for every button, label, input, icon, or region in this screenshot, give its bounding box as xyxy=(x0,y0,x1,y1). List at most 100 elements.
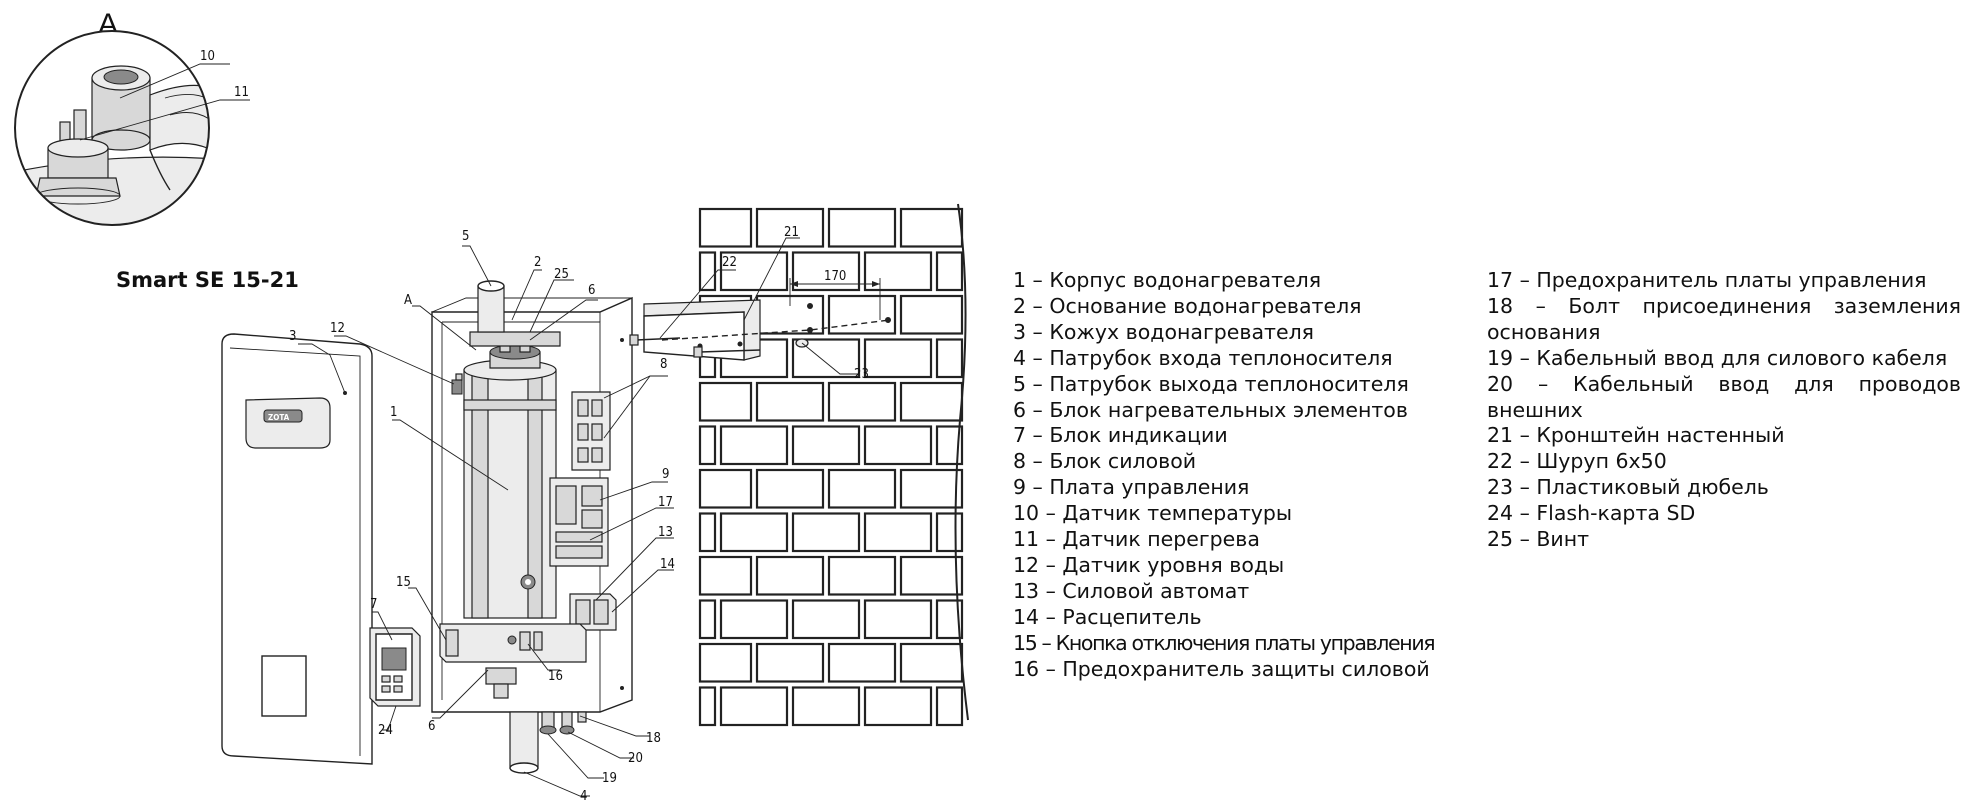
legend-item: 13 – Силовой автомат xyxy=(1013,578,1250,603)
legend-item: 17 – Предохранитель платы управления xyxy=(1487,268,1927,292)
brick xyxy=(827,381,897,422)
callout-11: 11 xyxy=(234,85,249,100)
callout-21: 21 xyxy=(784,225,799,240)
model-title: Smart SE 15-21 xyxy=(116,268,299,292)
callout-15: 15 xyxy=(396,575,411,590)
brick xyxy=(935,686,964,727)
brick xyxy=(791,512,861,553)
callout-5: 5 xyxy=(462,229,469,244)
legend-item: 4 – Патрубок входа теплоносителя xyxy=(1013,345,1393,370)
callout-1: 1 xyxy=(390,405,397,420)
dimension-label: 170 xyxy=(824,269,846,284)
legend-item: 18 – Болт присоединения заземления основ… xyxy=(1487,293,1961,344)
legend-item: 22 – Шуруп 6х50 xyxy=(1487,449,1667,474)
brick xyxy=(791,686,861,727)
front-cover-panel: ZOTA 3 xyxy=(221,329,373,765)
temperature-sensor-detail xyxy=(91,65,151,151)
brick xyxy=(899,642,964,683)
screw-23 xyxy=(693,346,761,358)
overheat-sensor-detail xyxy=(35,109,121,205)
legend-item: 10 – Датчик температуры xyxy=(1013,501,1293,526)
brick xyxy=(755,555,825,596)
callout-17: 17 xyxy=(658,495,673,510)
legend-item: 1 – Корпус водонагревателя xyxy=(1013,268,1322,292)
callout-12: 12 xyxy=(330,321,345,336)
legend-item: 16 – Предохранитель защиты силовой xyxy=(1013,656,1430,681)
callout-22: 22 xyxy=(722,255,737,270)
brick xyxy=(719,425,789,466)
callout-23: 23 xyxy=(854,367,869,382)
brick xyxy=(698,468,753,509)
legend-item: 3 – Кожух водонагревателя xyxy=(1013,319,1315,344)
brick xyxy=(863,425,933,466)
callout-3: 3 xyxy=(289,329,296,344)
brick xyxy=(755,468,825,509)
brick xyxy=(935,251,964,292)
callout-20: 20 xyxy=(628,751,643,766)
legend-item: 6 – Блок нагревательных элементов xyxy=(1013,397,1408,422)
callout-6-top: 6 xyxy=(588,283,595,298)
callout-14: 14 xyxy=(660,557,675,572)
detail-view-a: 10 11 xyxy=(14,30,250,226)
callout-detail-a: A xyxy=(404,293,412,308)
brick xyxy=(899,294,964,335)
legend-item: 20 – Кабельный ввод для проводов внешних xyxy=(1487,371,1961,422)
callout-6-bottom: 6 xyxy=(428,719,435,734)
brick xyxy=(827,468,897,509)
legend-item: 21 – Кронштейн настенный xyxy=(1487,423,1785,448)
brick xyxy=(827,294,897,335)
legend-item: 19 – Кабельный ввод для силового кабеля xyxy=(1487,345,1948,370)
brand-plate-label: ZOTA xyxy=(268,413,290,422)
brick xyxy=(755,642,825,683)
brick xyxy=(863,686,933,727)
brick xyxy=(698,599,717,640)
callout-13: 13 xyxy=(658,525,673,540)
legend-item: 9 – Плата управления xyxy=(1013,475,1250,500)
parts-legend-right: 17 – Предохранитель платы управления 18 … xyxy=(1487,268,1961,553)
brick xyxy=(698,686,717,727)
callout-8: 8 xyxy=(660,357,667,372)
brick xyxy=(755,207,825,248)
callout-10: 10 xyxy=(200,49,215,64)
brick xyxy=(698,642,753,683)
power-block xyxy=(571,391,611,471)
brick xyxy=(698,381,753,422)
brick xyxy=(863,338,933,379)
brick xyxy=(827,642,897,683)
indication-block: 7 24 xyxy=(369,597,421,738)
brick xyxy=(827,207,897,248)
legend-item: 2 – Основание водонагревателя xyxy=(1013,293,1362,318)
brick xyxy=(899,468,964,509)
callout-25: 25 xyxy=(554,267,569,282)
legend-item: 23 – Пластиковый дюбель xyxy=(1487,475,1769,500)
brick xyxy=(719,599,789,640)
main-callouts: 5 2 25 6 A 12 1 8 9 17 13 14 xyxy=(330,229,675,804)
legend-item: 15 – Кнопка отключения платы управления xyxy=(1013,630,1436,655)
brick xyxy=(698,512,717,553)
callout-24: 24 xyxy=(378,723,393,738)
brick xyxy=(863,599,933,640)
legend-item: 24 – Flash-карта SD xyxy=(1487,501,1696,526)
callout-9: 9 xyxy=(662,467,669,482)
callout-7: 7 xyxy=(370,597,377,612)
brick xyxy=(791,599,861,640)
legend-item: 12 – Датчик уровня воды xyxy=(1013,552,1285,577)
brick xyxy=(899,555,964,596)
wall-bracket: 170 21 22 23 xyxy=(629,225,891,382)
brick xyxy=(755,381,825,422)
brick xyxy=(935,512,964,553)
legend-item: 8 – Блок силовой xyxy=(1013,449,1197,474)
heater-cylinder xyxy=(451,280,561,619)
brick xyxy=(719,251,789,292)
brick xyxy=(698,251,717,292)
terminal-box xyxy=(439,623,587,774)
brick xyxy=(698,425,717,466)
brick xyxy=(899,381,964,422)
brick xyxy=(719,512,789,553)
legend-item: 11 – Датчик перегрева xyxy=(1013,527,1260,552)
brick xyxy=(899,207,964,248)
legend-item: 5 – Патрубок выхода теплоносителя xyxy=(1013,371,1409,396)
parts-legend-left: 1 – Корпус водонагревателя 2 – Основание… xyxy=(1013,268,1489,683)
control-board xyxy=(549,477,609,567)
